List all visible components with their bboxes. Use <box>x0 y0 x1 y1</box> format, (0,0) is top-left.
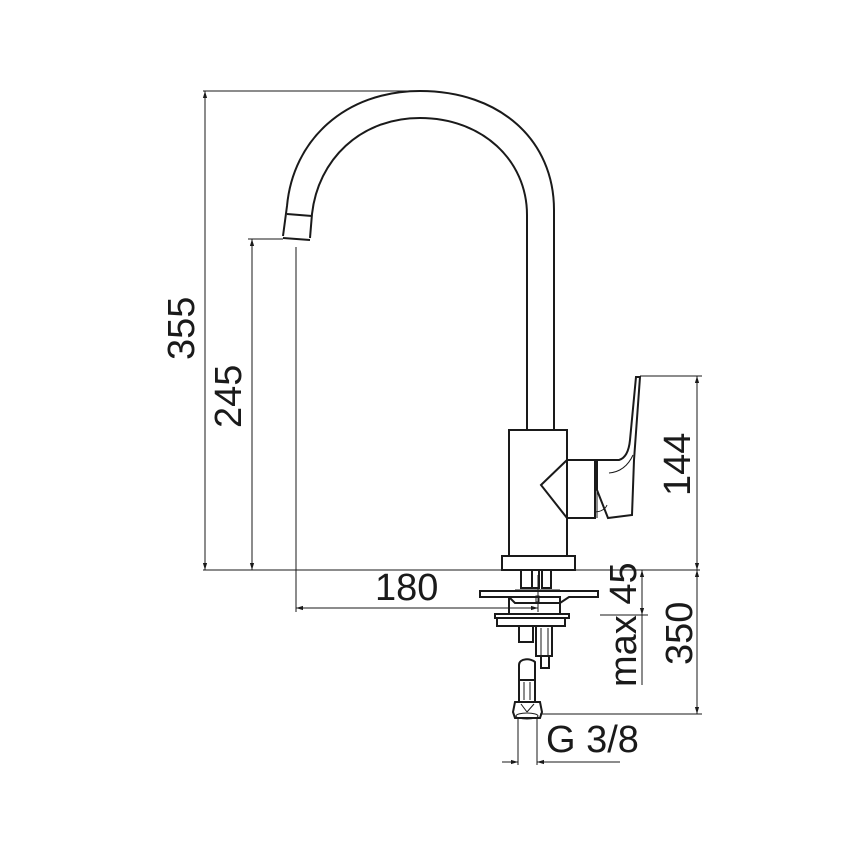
stud-lower <box>518 625 534 643</box>
dim-connection-thread: G 3/8 <box>546 719 639 761</box>
base-flange <box>501 555 576 571</box>
dimension-lines <box>202 90 702 765</box>
flex-hose <box>518 658 536 690</box>
hex-nut-connector <box>511 701 544 719</box>
body-v-notch <box>539 459 568 519</box>
lever-detail <box>608 454 634 474</box>
supply-pipe <box>535 625 553 657</box>
mounting-assembly <box>479 569 599 720</box>
aerator <box>286 213 313 217</box>
faucet-body <box>508 429 568 557</box>
spout-inner <box>309 116 528 430</box>
dim-total-height: 355 <box>161 297 203 360</box>
washer <box>508 596 561 615</box>
dim-hose-length: 350 <box>659 602 701 665</box>
dim-spout-outlet-height: 245 <box>208 365 250 428</box>
threaded-stud <box>520 569 533 589</box>
lever-handle <box>596 376 642 520</box>
dim-deck-thickness: max 45 <box>603 562 645 687</box>
faucet-outline <box>282 89 642 571</box>
dimension-labels: 355 245 180 144 max 45 350 G 3/8 <box>161 297 701 761</box>
spout-outer <box>282 89 555 430</box>
dim-lever-height: 144 <box>657 433 699 496</box>
cartridge-housing <box>567 459 596 519</box>
dim-spout-reach: 180 <box>375 567 438 609</box>
aerator-bottom <box>282 237 311 241</box>
